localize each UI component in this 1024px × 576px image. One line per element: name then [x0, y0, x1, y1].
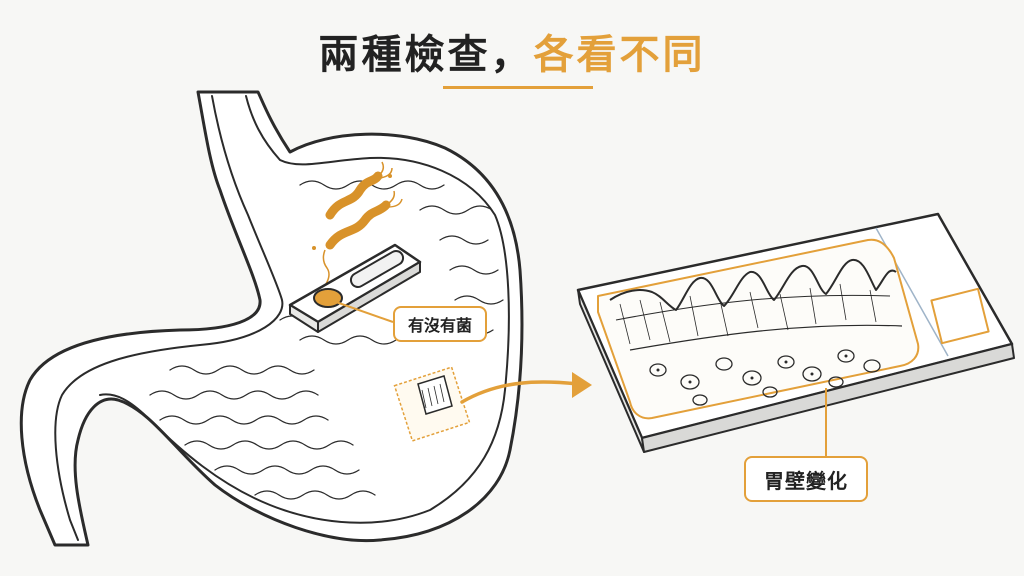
histology-slide-icon	[576, 212, 1015, 453]
title-underline	[443, 86, 593, 89]
stomach-wall-label: 胃壁變化	[744, 456, 868, 502]
arrow-right-icon	[460, 372, 592, 404]
rapid-test-cassette-icon	[288, 243, 422, 333]
helicobacter-bacteria-icon	[312, 161, 403, 297]
title-accent: 各看不同	[533, 32, 706, 78]
page-title: 兩種檢查，各看不同	[0, 22, 1024, 80]
biopsy-tissue-icon	[393, 366, 471, 442]
bacteria-label: 有沒有菌	[393, 306, 487, 342]
title-main: 兩種檢查，	[318, 32, 534, 78]
